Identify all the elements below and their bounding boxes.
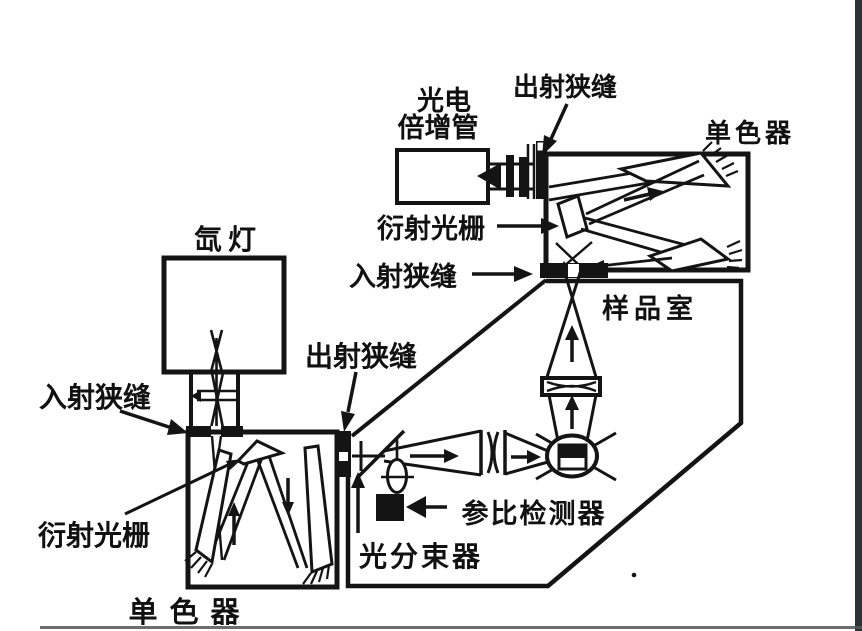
callout-shaft [549, 103, 569, 140]
callout-arrowhead [167, 419, 188, 435]
ink-speck [631, 572, 637, 578]
beam-line [547, 394, 598, 442]
bottom-edge-line [40, 626, 862, 629]
slit-gap [339, 452, 348, 461]
sample-cell [535, 431, 617, 482]
callout-shaft [124, 461, 233, 516]
exit-slit-emission [536, 141, 547, 199]
grating-label-left: 衍射光栅 [38, 519, 150, 552]
callout-arrowhead [341, 411, 355, 432]
left-arrowhead [191, 390, 201, 402]
lens-doublet-frame [479, 430, 507, 475]
coupler-bar [506, 155, 514, 197]
monochromator-label-bottom: 单色器 [128, 595, 251, 629]
up-arrowhead [228, 502, 240, 516]
callout-shaft [346, 371, 358, 413]
beam-line [504, 431, 549, 476]
right-arrowhead [444, 449, 459, 463]
up-arrowhead [565, 325, 579, 340]
mirror-top [616, 151, 732, 188]
down-arrowhead [282, 502, 294, 516]
up-arrowhead [565, 395, 579, 410]
mirror-right [303, 444, 334, 575]
lamp-beam [209, 329, 225, 429]
beam-line [623, 192, 651, 202]
reference-detector-label: 参比检测器 [462, 498, 607, 530]
slit-gap [568, 264, 579, 277]
up-arrowhead [351, 472, 365, 488]
callout-arrowhead [514, 266, 533, 282]
callout-arrowhead [541, 218, 559, 234]
reference-detector-square [376, 494, 404, 521]
lens-curves [546, 380, 597, 393]
beam-arrowhead [647, 187, 663, 201]
exit-slit-excitation [336, 431, 351, 477]
hatch-marks [302, 564, 331, 585]
mirror-left [194, 448, 233, 565]
exit-slit-label-left: 出射狭缝 [305, 340, 417, 373]
excitation-monochromator-box [184, 429, 340, 590]
xenon-lamp-assembly [161, 255, 287, 437]
condenser-lens-box [540, 376, 602, 397]
diffraction-grating-emission [556, 193, 589, 240]
xenon-lamp-box [161, 255, 287, 375]
beam-line [545, 269, 598, 378]
mirror-bottom [646, 237, 732, 273]
grating-label-top: 衍射光栅 [377, 214, 485, 245]
coupler-bar [519, 157, 527, 197]
lens-curves [486, 431, 500, 474]
chamber-wall [345, 278, 744, 589]
emission-monochromator-box [540, 141, 751, 278]
vertical-beam-path [540, 269, 602, 442]
callout-shaft [119, 409, 173, 430]
hatch-marks [702, 141, 739, 178]
callout-arrowhead [542, 135, 557, 156]
entrance-slit-label-top: 入射狭缝 [349, 261, 457, 293]
entrance-slit-label-left: 入射狭缝 [39, 381, 151, 414]
exit-slit-label-top: 出射狭缝 [513, 72, 617, 103]
cuvette-cap [559, 445, 586, 458]
pmt-label-line2: 倍增管 [398, 112, 479, 144]
photomultiplier-box [395, 148, 490, 205]
pmt-label-line1: 光电 [416, 86, 471, 117]
lens-lines [197, 389, 236, 402]
sample-chamber-label: 样品室 [602, 293, 698, 325]
slit-gap [537, 142, 546, 151]
sample-chamber-outline [345, 278, 744, 589]
beam-splitter-label: 光分束器 [358, 540, 483, 573]
monochromator-label-top: 单色器 [705, 118, 795, 149]
beam-line [585, 159, 705, 226]
hatch-marks [726, 240, 743, 270]
callout-arrows [119, 103, 569, 518]
beam-line [599, 256, 673, 268]
horizontal-beam-path [352, 429, 549, 480]
right-arrowhead [527, 450, 541, 464]
xenon-lamp-label: 氙灯 [194, 223, 262, 256]
hatch-marks [184, 551, 213, 578]
right-edge-band [855, 0, 862, 631]
callout-arrowhead [226, 459, 242, 470]
callout-arrowhead [406, 496, 426, 518]
reference-branch [351, 458, 414, 533]
diffraction-grating-excitation [235, 439, 287, 466]
chamber-diagonal-wall [350, 278, 548, 438]
slit-bracket [526, 144, 536, 199]
